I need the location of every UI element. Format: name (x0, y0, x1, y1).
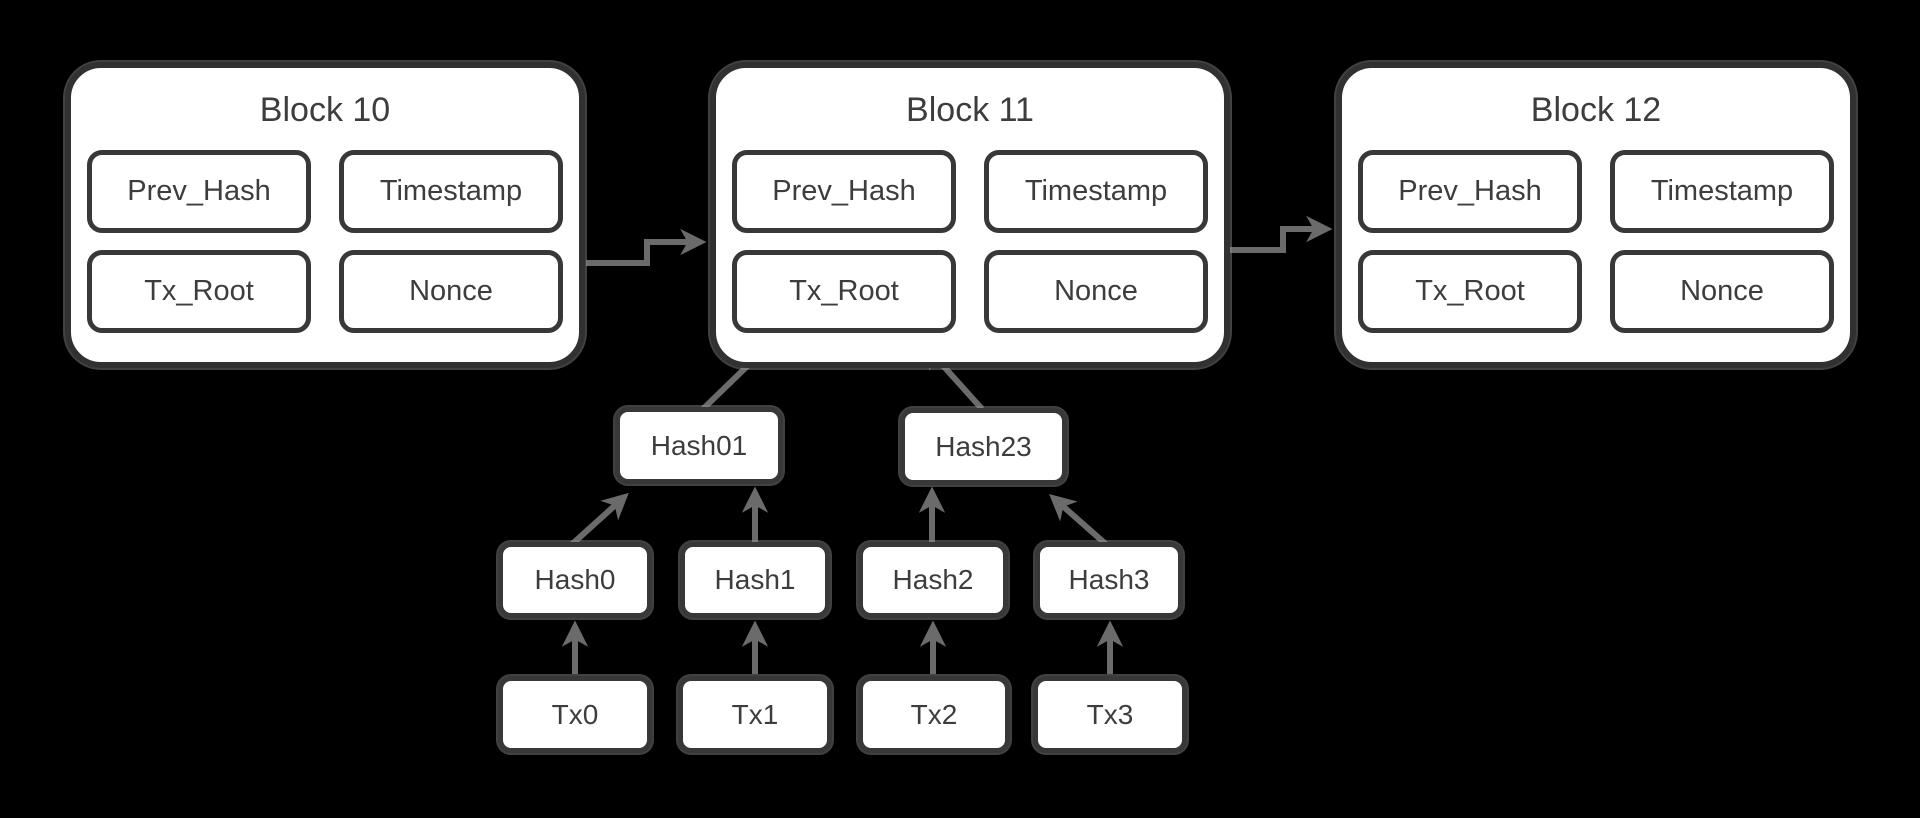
arrow-hash0-to-hash01 (567, 492, 629, 549)
field-tx-root: Tx_Root (732, 250, 956, 333)
field-nonce: Nonce (339, 250, 563, 333)
field-timestamp: Timestamp (339, 150, 563, 233)
transaction-node-tx3: Tx3 (1033, 676, 1187, 753)
field-nonce: Nonce (984, 250, 1208, 333)
merkle-node-hash3: Hash3 (1035, 542, 1183, 618)
field-prev-hash: Prev_Hash (732, 150, 956, 233)
field-prev-hash: Prev_Hash (87, 150, 311, 233)
field-nonce: Nonce (1610, 250, 1834, 333)
field-tx-root: Tx_Root (87, 250, 311, 333)
field-prev-hash: Prev_Hash (1358, 150, 1582, 233)
merkle-node-hash2: Hash2 (858, 542, 1008, 618)
merkle-node-hash0: Hash0 (498, 542, 652, 618)
transaction-node-tx0: Tx0 (498, 676, 652, 753)
transaction-node-tx1: Tx1 (678, 676, 832, 753)
block-12: Block 12 Prev_Hash Timestamp Tx_Root Non… (1336, 62, 1856, 368)
block-title: Block 12 (1530, 91, 1662, 129)
merkle-node-hash1: Hash1 (680, 542, 830, 618)
arrow-block10-to-block11 (586, 228, 707, 266)
block-10: Block 10 Prev_Hash Timestamp Tx_Root Non… (65, 62, 585, 368)
block-11: Block 11 Prev_Hash Timestamp Tx_Root Non… (710, 62, 1230, 368)
arrow-hash3-to-hash23 (1049, 494, 1110, 549)
field-tx-root: Tx_Root (1358, 250, 1582, 333)
arrow-block11-to-block12 (1229, 215, 1333, 253)
transaction-node-tx2: Tx2 (858, 676, 1010, 753)
field-timestamp: Timestamp (1610, 150, 1834, 233)
block-title: Block 10 (259, 91, 391, 129)
field-timestamp: Timestamp (984, 150, 1208, 233)
merkle-node-hash23: Hash23 (900, 408, 1067, 485)
merkle-node-hash01: Hash01 (615, 407, 783, 484)
block-title: Block 11 (906, 91, 1034, 129)
